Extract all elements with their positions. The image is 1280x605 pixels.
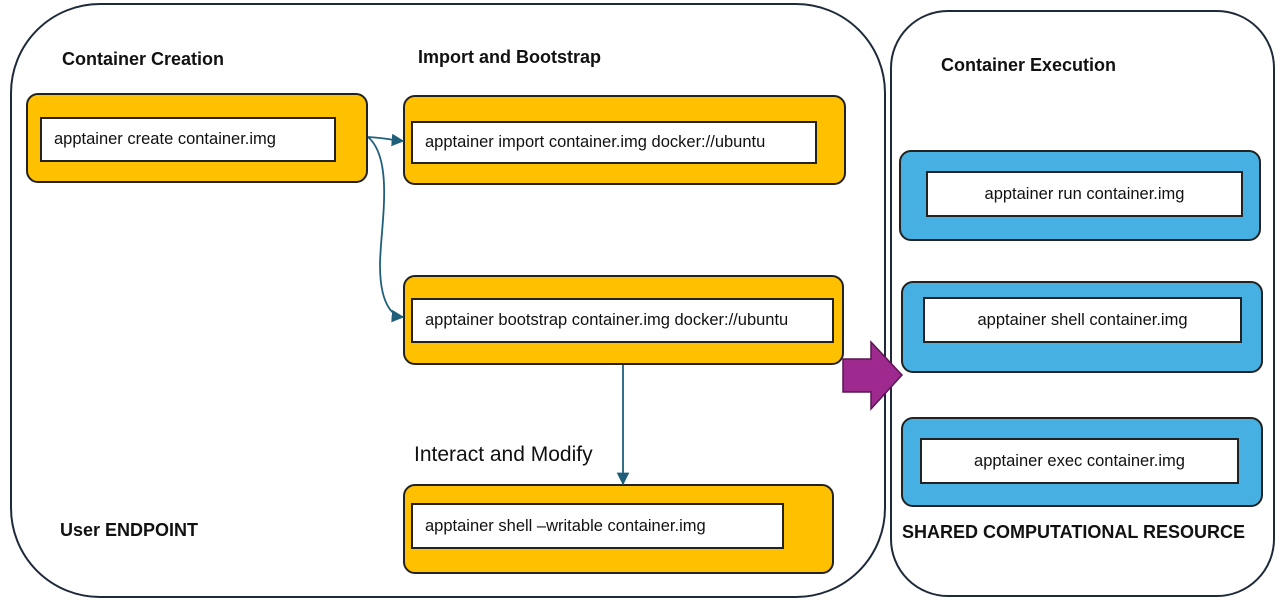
bootstrap-command-box: apptainer bootstrap container.img docker… xyxy=(403,275,844,365)
container-execution-heading: Container Execution xyxy=(941,55,1117,75)
create-command-box: apptainer create container.img xyxy=(26,93,368,183)
exec-command-box: apptainer exec container.img xyxy=(901,417,1263,507)
shell-command: apptainer shell container.img xyxy=(923,297,1242,343)
shell-command-box: apptainer shell container.img xyxy=(901,281,1263,373)
import-command-box: apptainer import container.img docker://… xyxy=(403,95,846,185)
exec-command: apptainer exec container.img xyxy=(920,438,1239,484)
import-bootstrap-heading: Import and Bootstrap xyxy=(418,47,601,67)
import-command: apptainer import container.img docker://… xyxy=(411,121,817,164)
interact-command-box: apptainer shell –writable container.img xyxy=(403,484,834,574)
bootstrap-command: apptainer bootstrap container.img docker… xyxy=(411,298,834,343)
interact-modify-heading: Interact and Modify xyxy=(414,443,593,466)
run-command-box: apptainer run container.img xyxy=(899,150,1261,241)
interact-command: apptainer shell –writable container.img xyxy=(411,503,784,549)
container-creation-heading: Container Creation xyxy=(62,49,225,69)
shared-resource-label: SHARED COMPUTATIONAL RESOURCE xyxy=(902,522,1246,542)
create-command: apptainer create container.img xyxy=(40,117,336,162)
user-endpoint-label: User ENDPOINT xyxy=(60,520,199,540)
run-command: apptainer run container.img xyxy=(926,171,1243,217)
